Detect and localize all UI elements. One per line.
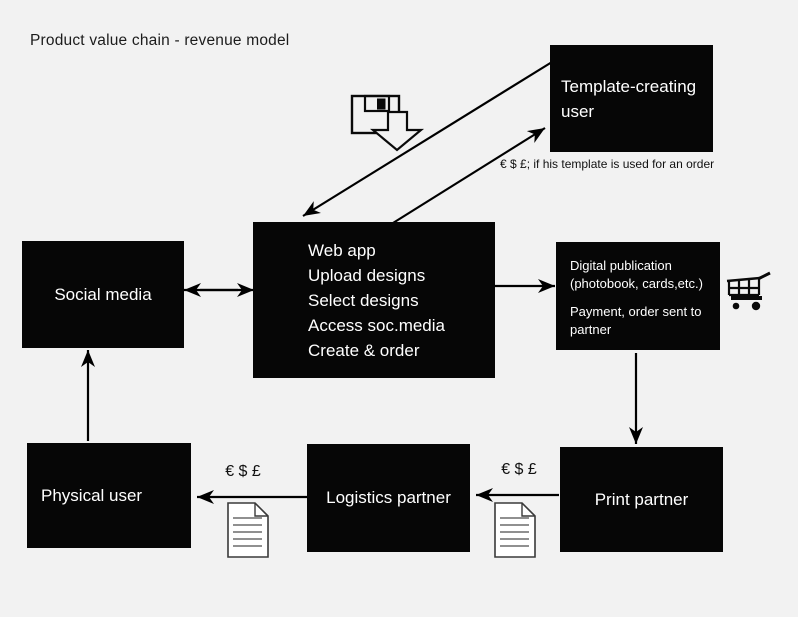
node-physical-user-label: Physical user xyxy=(41,485,143,505)
invoice-document-icon xyxy=(493,501,537,559)
node-social-media: Social media xyxy=(22,241,184,348)
digital-publication-note: Payment, order sent to partner xyxy=(570,304,702,337)
web-app-line: Create & order xyxy=(308,340,420,360)
node-print-partner-label: Print partner xyxy=(594,489,689,509)
web-app-line: Select designs xyxy=(308,290,419,310)
web-app-line: Web app xyxy=(308,240,376,260)
node-logistics-partner-label: Logistics partner xyxy=(326,488,451,507)
save-floppy-icon xyxy=(348,90,426,156)
digital-publication-title: Digital publication xyxy=(570,258,672,273)
node-print-partner: Print partner xyxy=(560,447,723,552)
web-app-line: Access soc.media xyxy=(308,315,445,335)
print-to-logistics-fee: € $ £ xyxy=(501,461,537,478)
node-physical-user: Physical user xyxy=(27,443,191,548)
template-fee-note: € $ £; if his template is used for an or… xyxy=(500,157,715,171)
node-logistics-partner: Logistics partner xyxy=(307,444,470,552)
logistics-to-physical-fee: € $ £ xyxy=(225,463,261,480)
download-arrow-icon xyxy=(369,110,425,152)
node-web-app: Web app Upload designs Select designs Ac… xyxy=(253,222,495,378)
arrow-template-webapp xyxy=(302,61,553,217)
node-social-media-label: Social media xyxy=(54,284,152,304)
node-template-creating-user: Template-creating user xyxy=(550,45,713,152)
node-digital-publication: Digital publication (photobook, cards,et… xyxy=(556,242,720,350)
shopping-cart-icon xyxy=(724,264,772,312)
web-app-line: Upload designs xyxy=(308,265,426,285)
digital-publication-subtitle: (photobook, cards,etc.) xyxy=(570,276,703,291)
page-title: Product value chain - revenue model xyxy=(30,32,290,49)
invoice-document-icon xyxy=(226,501,270,559)
node-template-user-label: Template-creating user xyxy=(561,76,697,121)
